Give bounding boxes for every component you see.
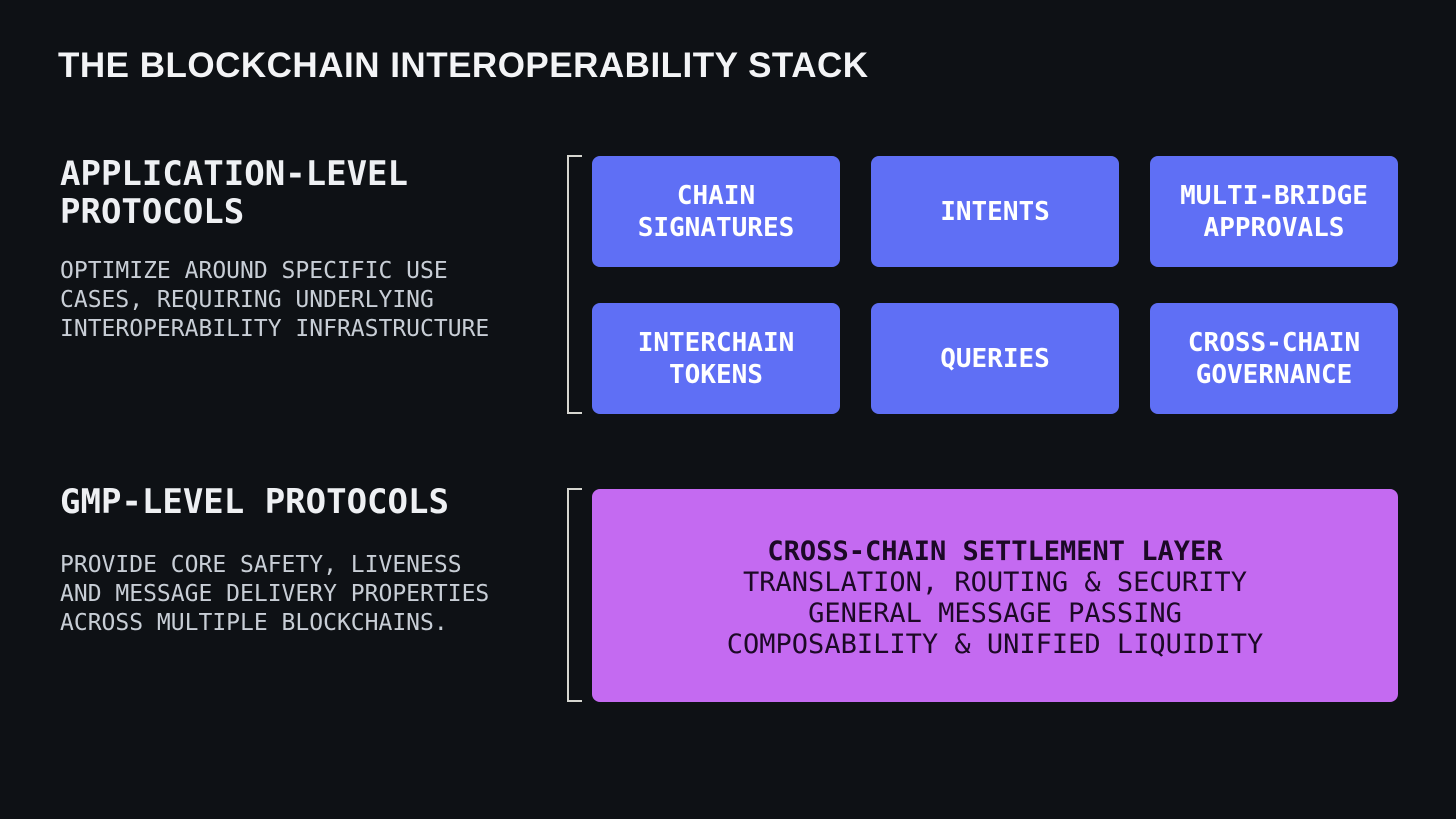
cross-chain-settlement-layer-box: CROSS-CHAIN SETTLEMENT LAYER TRANSLATION… bbox=[592, 489, 1398, 702]
protocol-box-chain-signatures: CHAIN SIGNATURES bbox=[592, 156, 840, 267]
application-section-description: OPTIMIZE AROUND SPECIFIC USE CASES, REQU… bbox=[60, 258, 490, 342]
gmp-group-bracket bbox=[567, 488, 582, 702]
settlement-box-line-translation-routing-security: TRANSLATION, ROUTING & SECURITY bbox=[743, 566, 1247, 598]
protocol-box-queries: QUERIES bbox=[871, 303, 1119, 414]
application-protocol-grid: CHAIN SIGNATURES INTENTS MULTI-BRIDGE AP… bbox=[592, 156, 1398, 414]
application-group-bracket bbox=[567, 155, 582, 414]
settlement-box-line-general-message-passing: GENERAL MESSAGE PASSING bbox=[808, 597, 1182, 629]
settlement-box-title: CROSS-CHAIN SETTLEMENT LAYER bbox=[767, 535, 1223, 567]
protocol-box-intents: INTENTS bbox=[871, 156, 1119, 267]
gmp-section-description: PROVIDE CORE SAFETY, LIVENESS AND MESSAG… bbox=[60, 552, 490, 636]
protocol-box-cross-chain-governance: CROSS-CHAIN GOVERNANCE bbox=[1150, 303, 1398, 414]
gmp-section-heading: GMP-LEVEL PROTOCOLS bbox=[60, 482, 449, 522]
application-section-heading: APPLICATION-LEVEL PROTOCOLS bbox=[60, 154, 408, 232]
settlement-box-line-composability-unified-liquidity: COMPOSABILITY & UNIFIED LIQUIDITY bbox=[726, 628, 1264, 660]
protocol-box-multi-bridge-approvals: MULTI-BRIDGE APPROVALS bbox=[1150, 156, 1398, 267]
protocol-box-interchain-tokens: INTERCHAIN TOKENS bbox=[592, 303, 840, 414]
page-title: THE BLOCKCHAIN INTEROPERABILITY STACK bbox=[58, 46, 869, 85]
